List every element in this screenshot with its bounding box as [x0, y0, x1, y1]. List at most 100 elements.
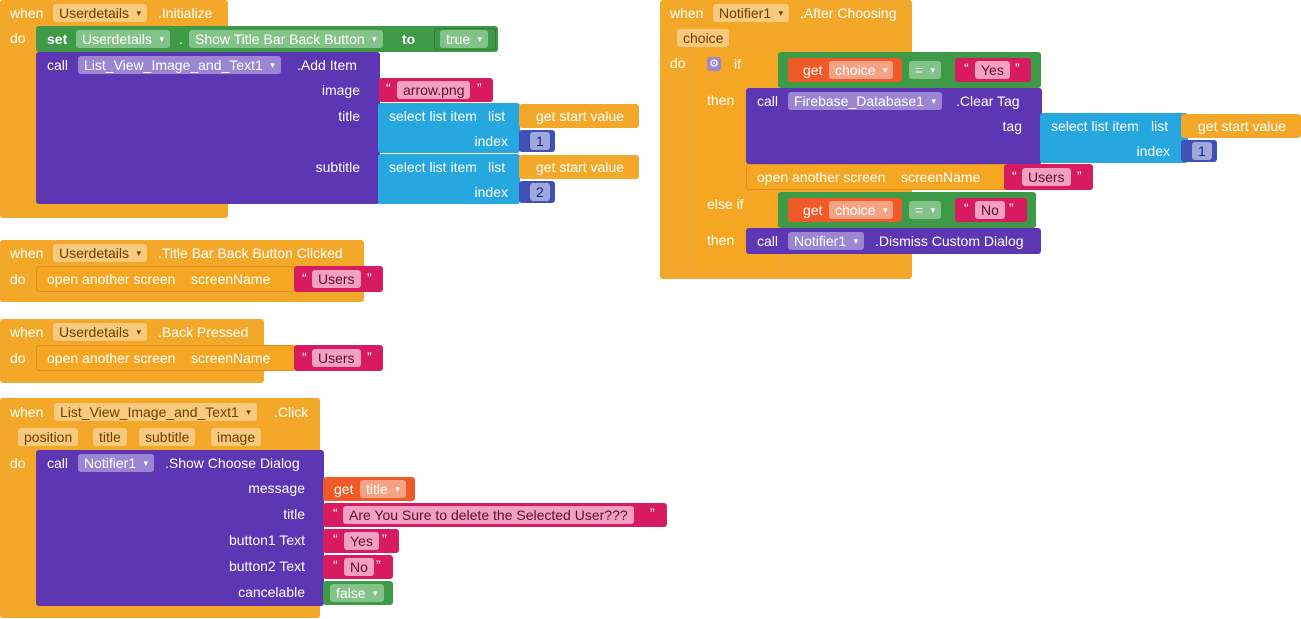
screen-name-value[interactable]: Users: [312, 270, 361, 288]
open-quote-icon: “: [386, 80, 391, 96]
when-label: when: [10, 5, 44, 21]
gear-icon[interactable]: ⚙: [707, 57, 721, 71]
call-label: call: [757, 93, 779, 109]
event-name: .Click: [274, 404, 309, 420]
call-label: call: [757, 233, 779, 249]
title-param-label: title: [283, 506, 305, 522]
param-image[interactable]: image: [211, 428, 262, 446]
notifier-component-dropdown[interactable]: Notifier1 ▾: [788, 232, 865, 250]
image-param-label: image: [321, 82, 360, 98]
get-start-value-label: get start value: [536, 159, 624, 175]
when-label: when: [670, 5, 704, 21]
component-dropdown[interactable]: Userdetails ▾: [53, 4, 148, 22]
do-label: do: [10, 350, 26, 366]
chevron-down-icon: ▾: [143, 458, 149, 468]
component-name: Userdetails: [59, 5, 130, 21]
chevron-down-icon: ▾: [136, 248, 142, 258]
set-label: set: [47, 31, 68, 47]
operator-dropdown[interactable]: =▾: [909, 61, 942, 79]
get-start-value-block[interactable]: [519, 155, 639, 179]
select-list-item-block[interactable]: [1040, 113, 1188, 163]
open-quote-icon: “: [1012, 168, 1017, 184]
chevron-down-icon: ▾: [853, 236, 859, 246]
operator-dropdown[interactable]: =▾: [909, 201, 942, 219]
set-property-dropdown[interactable]: Show Title Bar Back Button▾: [189, 30, 383, 48]
chevron-down-icon: ▾: [477, 34, 483, 44]
title-text-value[interactable]: Are You Sure to delete the Selected User…: [343, 506, 634, 524]
tag-param-label: tag: [1002, 118, 1022, 134]
component-dropdown[interactable]: List_View_Image_and_Text1▾: [54, 403, 257, 421]
open-screen-block[interactable]: [746, 164, 1008, 190]
when-label: when: [10, 404, 44, 420]
param-subtitle[interactable]: subtitle: [139, 428, 196, 446]
notifier-component-name: Notifier1: [794, 233, 847, 249]
get-start-value-block[interactable]: [1181, 114, 1301, 138]
select-item-label: select list item: [1051, 118, 1139, 134]
component-dropdown[interactable]: Userdetails▾: [53, 323, 148, 341]
get-label: get: [334, 481, 354, 497]
do-label: do: [670, 55, 686, 71]
chevron-down-icon: ▾: [270, 60, 275, 70]
notifier-component-dropdown[interactable]: Notifier1 ▾: [78, 454, 155, 472]
index-value[interactable]: 1: [1192, 142, 1212, 160]
false-dropdown[interactable]: false▾: [330, 584, 384, 602]
variable-dropdown[interactable]: choice▾: [829, 201, 894, 219]
component-name: Userdetails: [59, 324, 130, 340]
open-quote-icon: “: [964, 200, 969, 216]
open-screen-block[interactable]: [36, 345, 296, 371]
param-position[interactable]: position: [18, 428, 79, 446]
operator-value: =: [915, 62, 924, 78]
do-label: do: [10, 271, 26, 287]
then-label: then: [707, 92, 735, 108]
open-quote-icon: “: [302, 270, 307, 286]
close-quote-icon: ”: [382, 531, 387, 547]
elseif-label: else if: [707, 196, 744, 212]
screen-name-value[interactable]: Users: [1022, 168, 1071, 186]
show-choose-dialog-call-block[interactable]: [36, 450, 324, 606]
variable-dropdown[interactable]: choice▾: [829, 61, 894, 79]
chevron-down-icon: ▾: [136, 8, 142, 18]
button1-text-value[interactable]: Yes: [344, 532, 379, 550]
get-start-value-block[interactable]: [519, 104, 639, 128]
screen-name-value[interactable]: Users: [312, 349, 361, 367]
then-label: then: [707, 232, 735, 248]
close-quote-icon: ”: [477, 80, 482, 96]
chevron-down-icon: ▾: [778, 8, 784, 18]
close-quote-icon: ”: [376, 557, 381, 573]
chevron-down-icon: ▾: [931, 96, 936, 106]
method-name: .Add Item: [297, 57, 357, 73]
select-list-item-block[interactable]: [378, 103, 520, 153]
listview-component-dropdown[interactable]: List_View_Image_and_Text1▾: [78, 56, 281, 74]
title-param-label: title: [338, 108, 360, 124]
screen-name-label: screenName: [191, 350, 271, 366]
add-item-call-block[interactable]: [36, 52, 380, 204]
component-dropdown[interactable]: Userdetails▾: [53, 244, 148, 262]
chevron-down-icon: ▾: [930, 205, 936, 215]
param-choice[interactable]: choice: [677, 29, 730, 47]
do-label: do: [10, 30, 26, 46]
close-quote-icon: ”: [367, 270, 372, 286]
get-label: get: [803, 62, 823, 78]
select-list-item-block[interactable]: [378, 154, 520, 204]
method-name: .Dismiss Custom Dialog: [875, 233, 1024, 249]
button2-text-value[interactable]: No: [344, 558, 374, 576]
text-value[interactable]: No: [975, 201, 1005, 219]
select-item-label: select list item: [389, 108, 477, 124]
button1-param-label: button1 Text: [228, 532, 305, 548]
method-name: .Show Choose Dialog: [165, 455, 300, 471]
index-value[interactable]: 1: [530, 132, 550, 150]
firebase-component-dropdown[interactable]: Firebase_Database1▾: [788, 92, 942, 110]
true-dropdown[interactable]: true▾: [440, 30, 489, 48]
event-name: .Title Bar Back Button Clicked: [158, 245, 343, 261]
notifier-component-name: Notifier1: [84, 455, 137, 471]
variable-name: choice: [835, 202, 876, 218]
index-value[interactable]: 2: [530, 183, 550, 201]
component-dropdown[interactable]: Notifier1▾: [713, 4, 790, 22]
image-text-value[interactable]: arrow.png: [397, 81, 471, 99]
open-screen-block[interactable]: [36, 266, 296, 292]
close-quote-icon: ”: [1015, 60, 1020, 76]
set-component-dropdown[interactable]: Userdetails▾: [76, 30, 171, 48]
variable-dropdown[interactable]: title▾: [360, 480, 406, 498]
param-title[interactable]: title: [93, 428, 127, 446]
text-value[interactable]: Yes: [975, 61, 1010, 79]
